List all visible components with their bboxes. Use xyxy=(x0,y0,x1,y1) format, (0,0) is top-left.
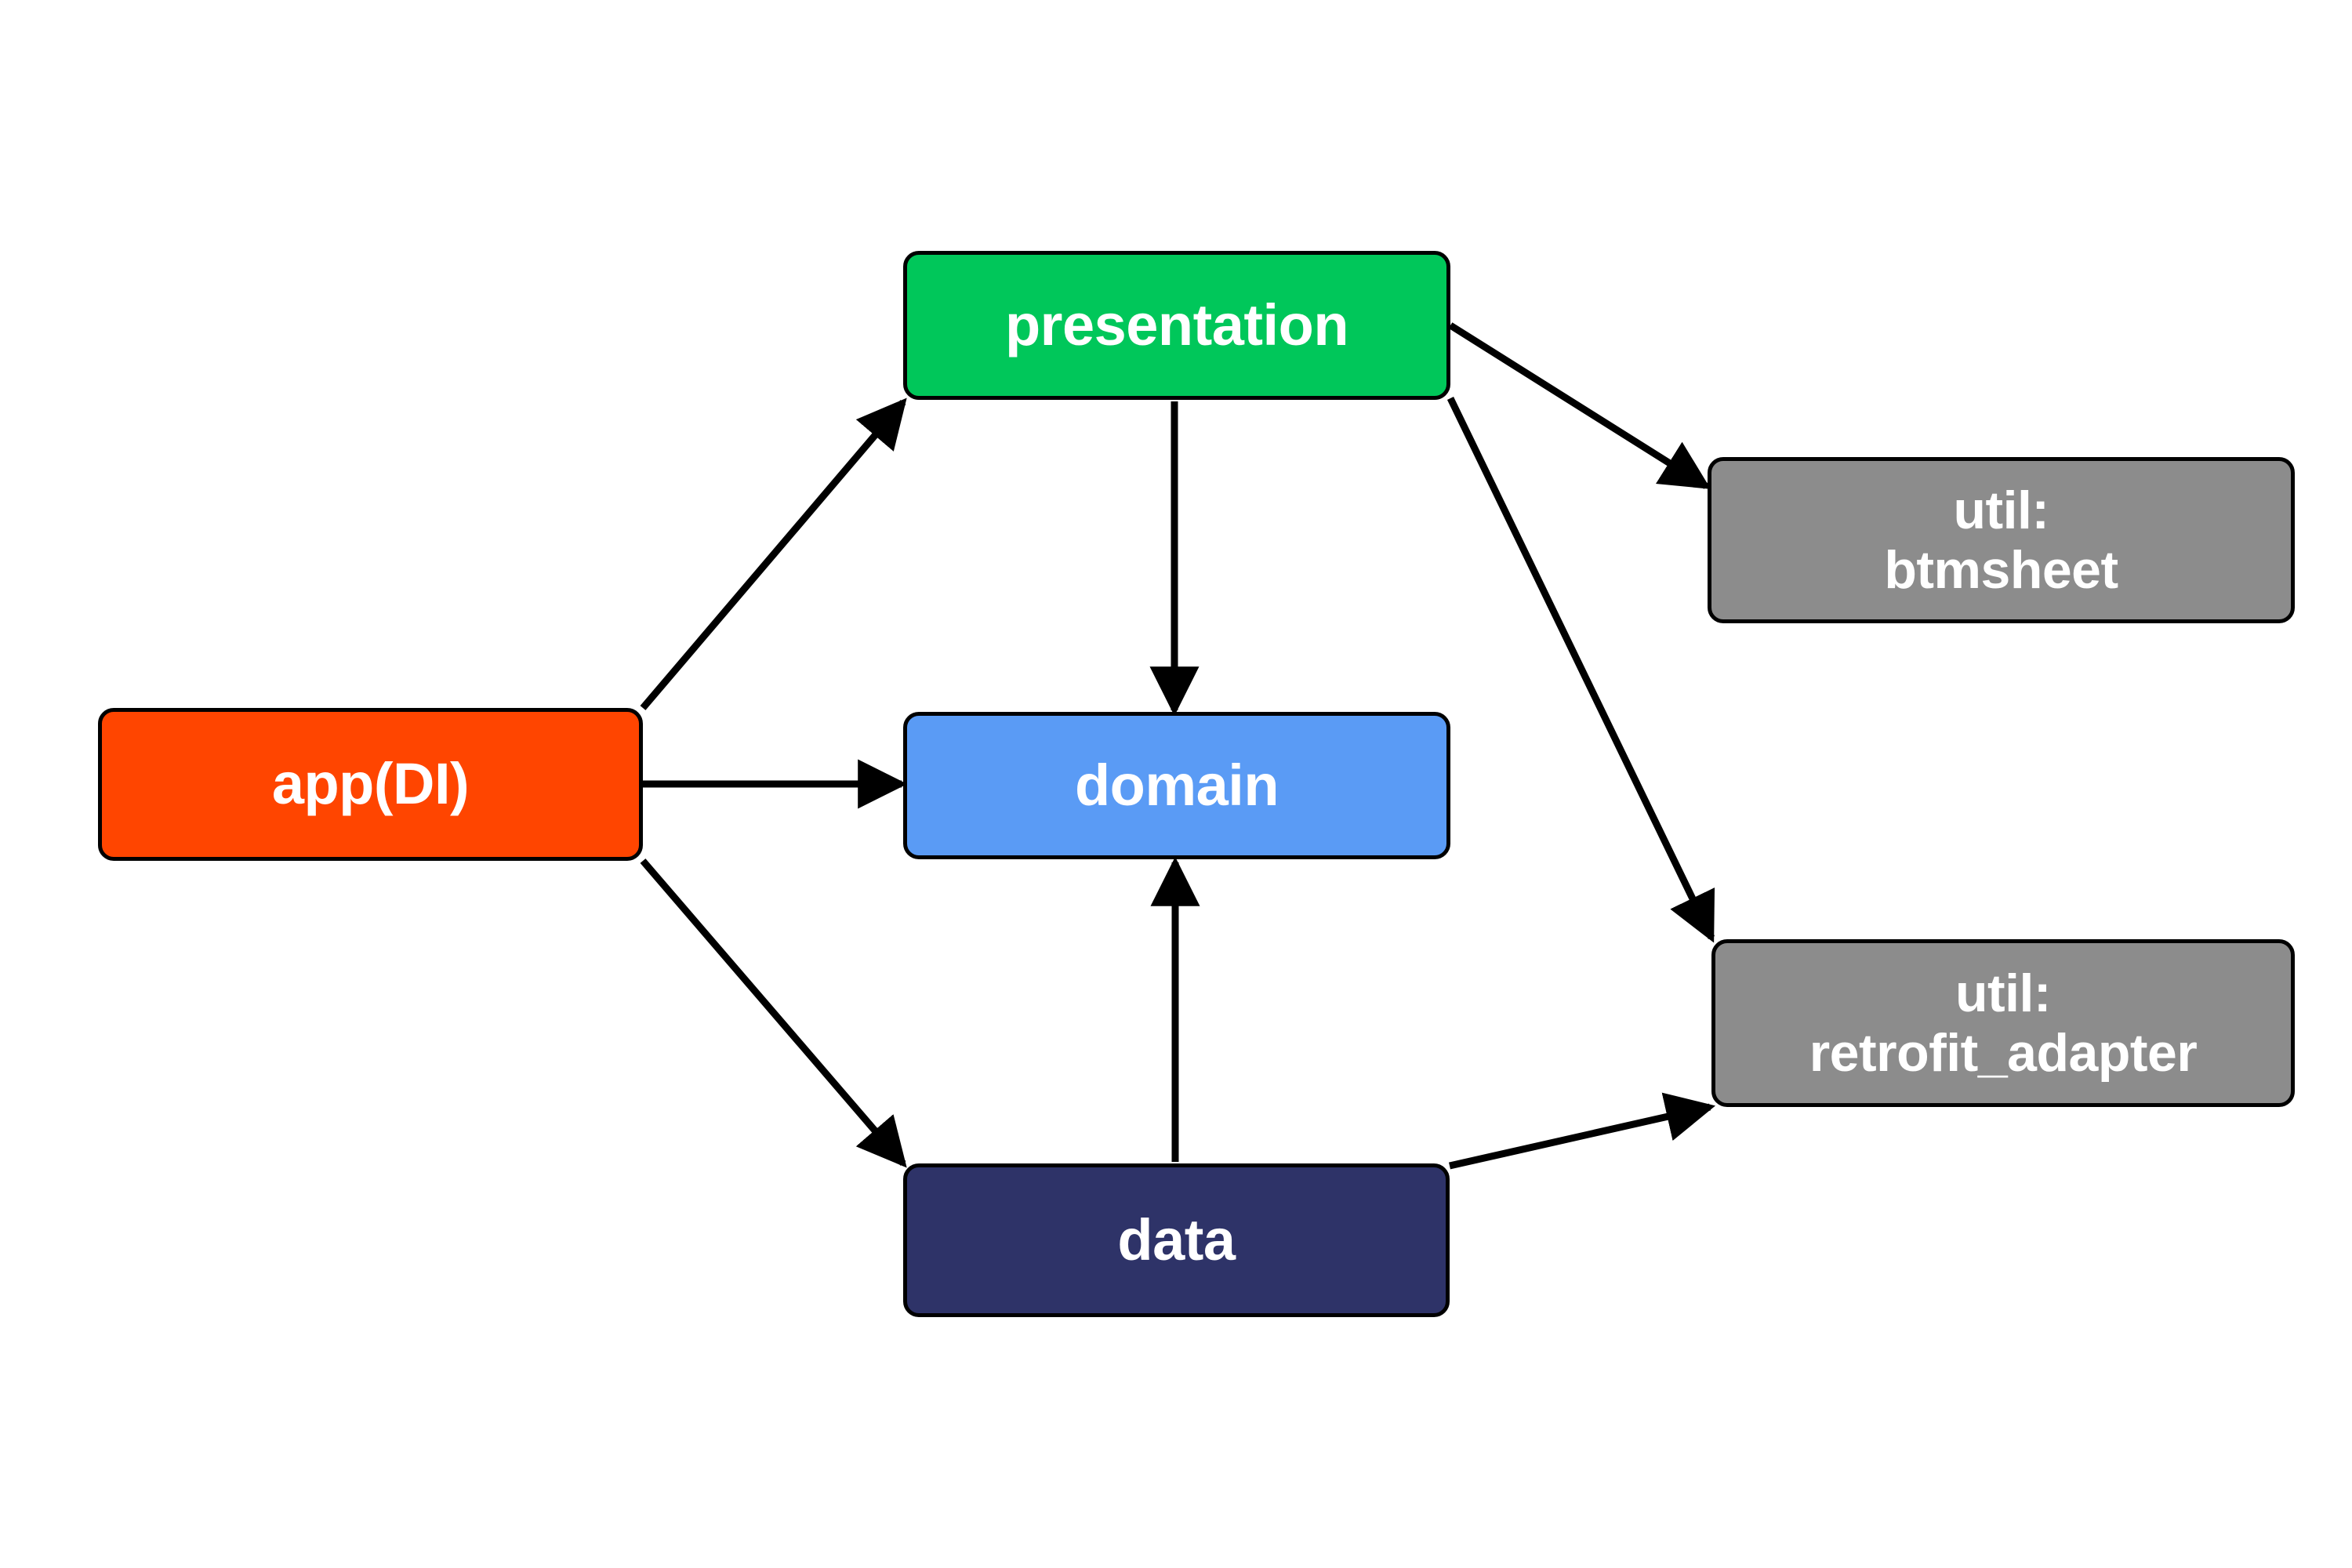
edge-presentation-to-util-btmsheet xyxy=(1448,322,1711,489)
node-util_btmsheet[interactable]: util: btmsheet xyxy=(1708,457,2295,623)
node-label-data: data xyxy=(1117,1207,1236,1272)
node-label-domain: domain xyxy=(1074,752,1279,818)
node-label-presentation: presentation xyxy=(1004,292,1349,358)
edge-app-to-data xyxy=(640,858,907,1168)
edge-presentation-to-util-retrofit-adapter xyxy=(1446,397,1715,943)
node-util_retrofit_adapter[interactable]: util: retrofit_adapter xyxy=(1711,939,2295,1107)
node-data[interactable]: data xyxy=(903,1163,1450,1317)
node-label-util_retrofit_adapter: util: retrofit_adapter xyxy=(1809,963,2198,1083)
edge-app-to-presentation xyxy=(640,397,907,710)
node-app[interactable]: app(DI) xyxy=(98,708,643,861)
node-domain[interactable]: domain xyxy=(903,712,1450,859)
node-label-app: app(DI) xyxy=(271,751,470,817)
node-presentation[interactable]: presentation xyxy=(903,251,1450,400)
node-label-util_btmsheet: util: btmsheet xyxy=(1884,480,2118,600)
edge-data-to-util-retrofit-adapter xyxy=(1449,1092,1716,1170)
